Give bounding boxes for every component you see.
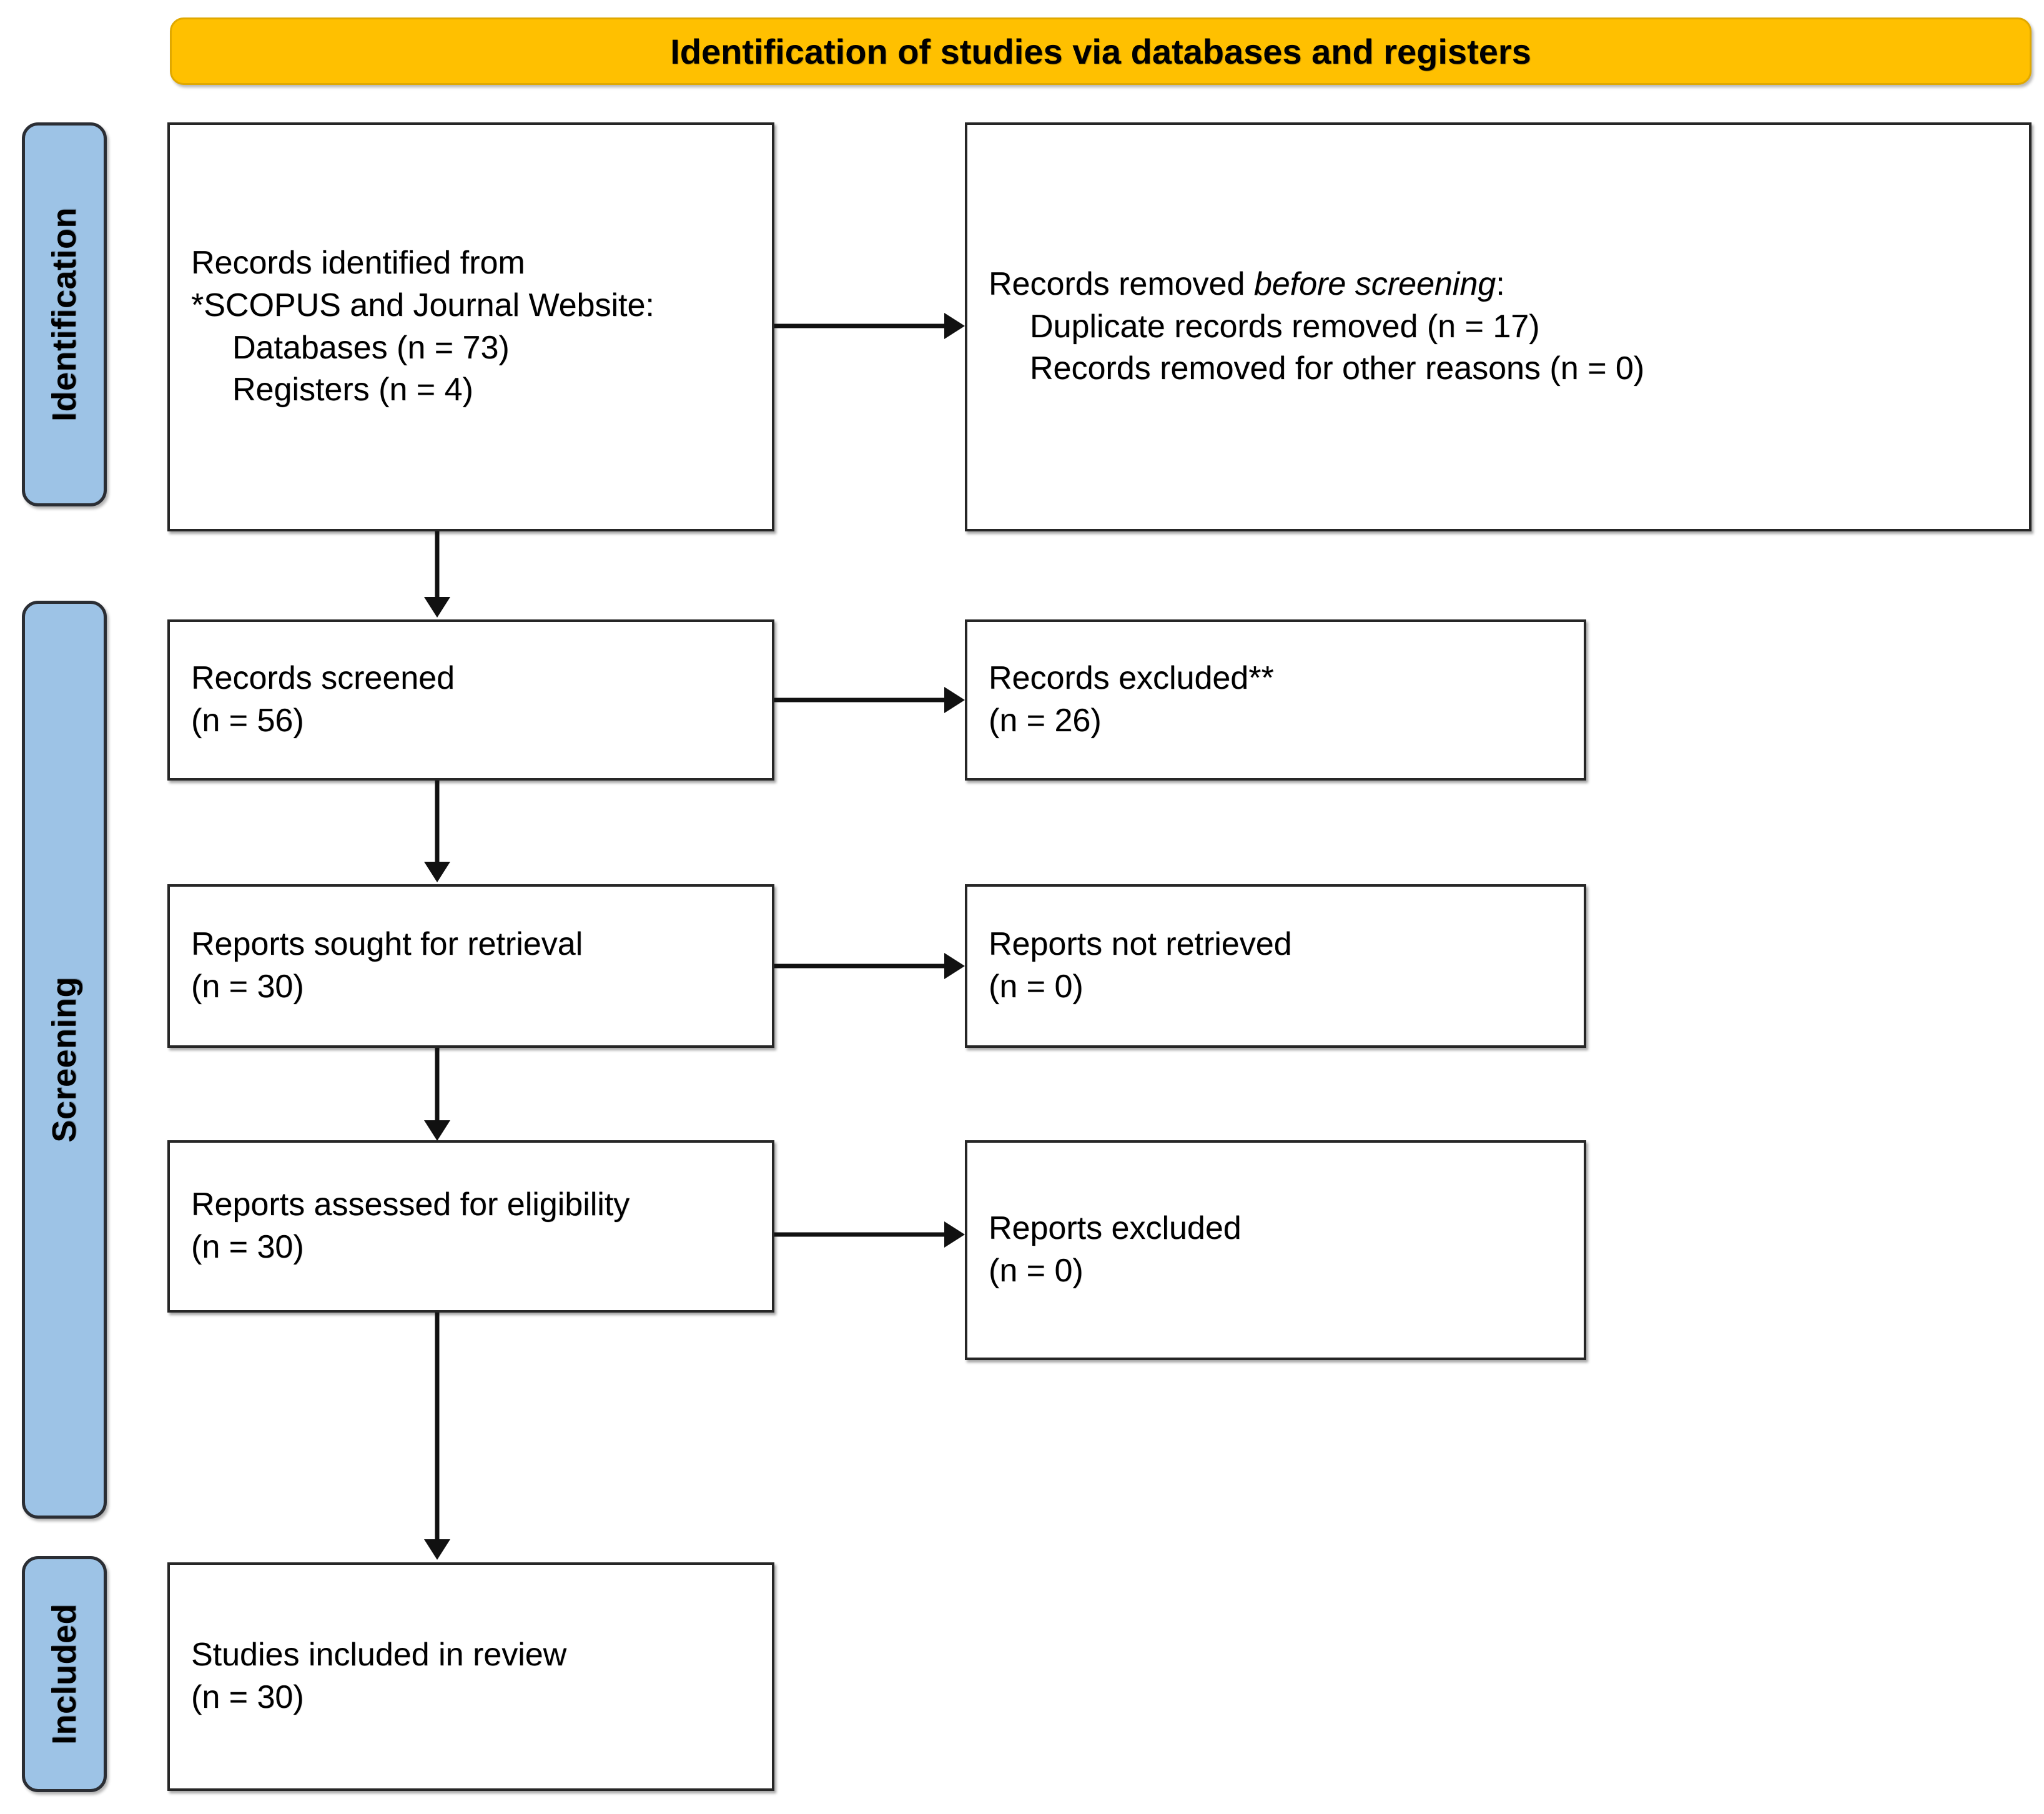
- box-line: Reports sought for retrieval: [191, 926, 583, 963]
- box-line: (n = 56): [191, 702, 304, 739]
- stage-label-identification: Identification: [46, 207, 83, 421]
- box-line: Duplicate records removed (n = 17): [1030, 308, 1540, 345]
- box-reports-not-retrieved: Reports not retrieved (n = 0): [965, 884, 1586, 1048]
- box-line: Registers (n = 4): [232, 372, 473, 408]
- box-line: Reports not retrieved: [989, 926, 1292, 963]
- box-line: Records identified from: [191, 245, 525, 282]
- arrow-assessed-to-included: [422, 1313, 453, 1562]
- arrow-sought-to-assessed: [422, 1048, 453, 1143]
- arrow-screened-to-excluded: [774, 684, 968, 716]
- arrow-identified-to-removed: [774, 310, 968, 342]
- box-line: Reports assessed for eligibility: [191, 1186, 630, 1223]
- box-line: (n = 0): [989, 969, 1084, 1005]
- stage-label-screening: Screening: [46, 977, 83, 1143]
- box-records-removed: Records removed before screening: Duplic…: [965, 122, 2032, 531]
- box-line: Records removed for other reasons (n = 0…: [1030, 350, 1645, 387]
- arrow-screened-to-sought: [422, 781, 453, 884]
- box-line: (n = 30): [191, 1679, 304, 1715]
- box-line: Reports excluded: [989, 1210, 1242, 1247]
- box-line: (n = 0): [989, 1253, 1084, 1289]
- box-line: (n = 30): [191, 1229, 304, 1265]
- box-reports-sought: Reports sought for retrieval (n = 30): [167, 884, 774, 1048]
- diagram-title-banner: Identification of studies via databases …: [170, 17, 2032, 85]
- arrow-identified-to-screened: [422, 531, 453, 619]
- box-line: *SCOPUS and Journal Website:: [191, 287, 654, 323]
- box-line: Studies included in review: [191, 1637, 567, 1674]
- box-records-screened: Records screened (n = 56): [167, 619, 774, 781]
- stage-label-included: Included: [46, 1603, 83, 1745]
- box-line-emphasis: before screening: [1253, 266, 1496, 303]
- box-records-excluded: Records excluded** (n = 26): [965, 619, 1586, 781]
- stage-pill-included: Included: [22, 1556, 107, 1792]
- box-line: Databases (n = 73): [232, 329, 510, 366]
- box-line: (n = 26): [989, 702, 1102, 739]
- box-line: Records removed before screening:: [989, 264, 2008, 306]
- stage-pill-identification: Identification: [22, 122, 107, 506]
- box-studies-included: Studies included in review (n = 30): [167, 1562, 774, 1791]
- box-line: (n = 30): [191, 969, 304, 1005]
- box-reports-excluded: Reports excluded (n = 0): [965, 1140, 1586, 1360]
- box-reports-assessed: Reports assessed for eligibility (n = 30…: [167, 1140, 774, 1313]
- box-records-identified: Records identified from *SCOPUS and Jour…: [167, 122, 774, 531]
- arrow-assessed-to-excluded: [774, 1219, 968, 1250]
- arrow-sought-to-not-retrieved: [774, 950, 968, 982]
- box-line: Records excluded**: [989, 660, 1274, 697]
- page-title: Identification of studies via databases …: [670, 31, 1531, 71]
- stage-pill-screening: Screening: [22, 601, 107, 1519]
- box-line-plain: Records removed: [989, 266, 1254, 303]
- box-line: Records screened: [191, 660, 455, 697]
- box-line-tail: :: [1496, 266, 1505, 303]
